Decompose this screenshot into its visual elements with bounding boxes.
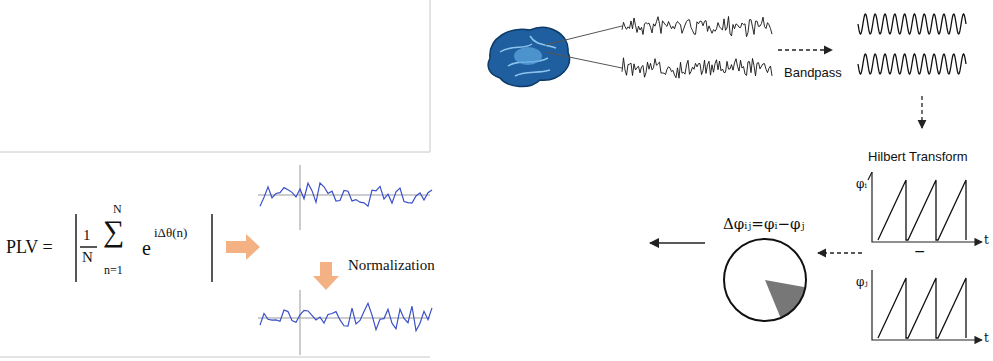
phase-sector: [765, 280, 805, 318]
panel-border: [430, 0, 431, 152]
dashed-arrow: [818, 252, 862, 253]
step-label: Hilbert Transform: [868, 150, 968, 163]
phase-plot-axes: [868, 172, 982, 340]
plv-trace: [260, 183, 432, 331]
raw-trace: [622, 58, 772, 78]
sawtooth-trace: [878, 278, 966, 338]
phase-circle: Δφᵢⱼ=φᵢ−φⱼ: [723, 238, 807, 322]
solid-arrow: [650, 242, 705, 244]
raw-signals: [622, 16, 772, 78]
formula-strokes: [76, 214, 212, 282]
plv-trace-line: [260, 183, 432, 206]
brain-icon: [488, 26, 622, 87]
step-label: Bandpass: [784, 66, 842, 79]
plv-trace-line: [260, 303, 432, 330]
formula-text: PLV =: [6, 238, 53, 256]
formula-text: n=1: [104, 264, 123, 276]
circle-heading: Δφᵢⱼ=φᵢ−φⱼ: [723, 217, 804, 232]
circle-border: [724, 239, 806, 321]
dashed-arrow: [778, 49, 832, 50]
panel-border: [0, 152, 430, 153]
formula-text: e: [142, 238, 151, 258]
sine-trace: [858, 54, 966, 74]
step-label: Normalization: [348, 258, 435, 273]
formula-text: iΔθ(n): [154, 226, 187, 239]
phase-sawtooth: [878, 180, 966, 338]
axis-label: φⱼ: [856, 276, 868, 288]
orange-arrow: [226, 234, 339, 290]
circle-outline: [723, 238, 807, 322]
formula-text: N: [113, 203, 122, 215]
axis-label: φᵢ: [856, 178, 867, 190]
panel-border: [0, 357, 430, 358]
formula-text: ∑: [103, 216, 124, 246]
sine-trace: [858, 14, 966, 34]
dashed-arrow: [921, 96, 922, 128]
formula-text: 1: [83, 228, 91, 243]
sawtooth-trace: [878, 180, 966, 240]
raw-trace: [622, 16, 772, 36]
formula-text: N: [82, 250, 93, 265]
minus-sign: −: [914, 244, 926, 258]
axis-label: t: [984, 234, 989, 246]
axis-label: t: [984, 332, 989, 344]
filtered-signals: [858, 14, 966, 74]
